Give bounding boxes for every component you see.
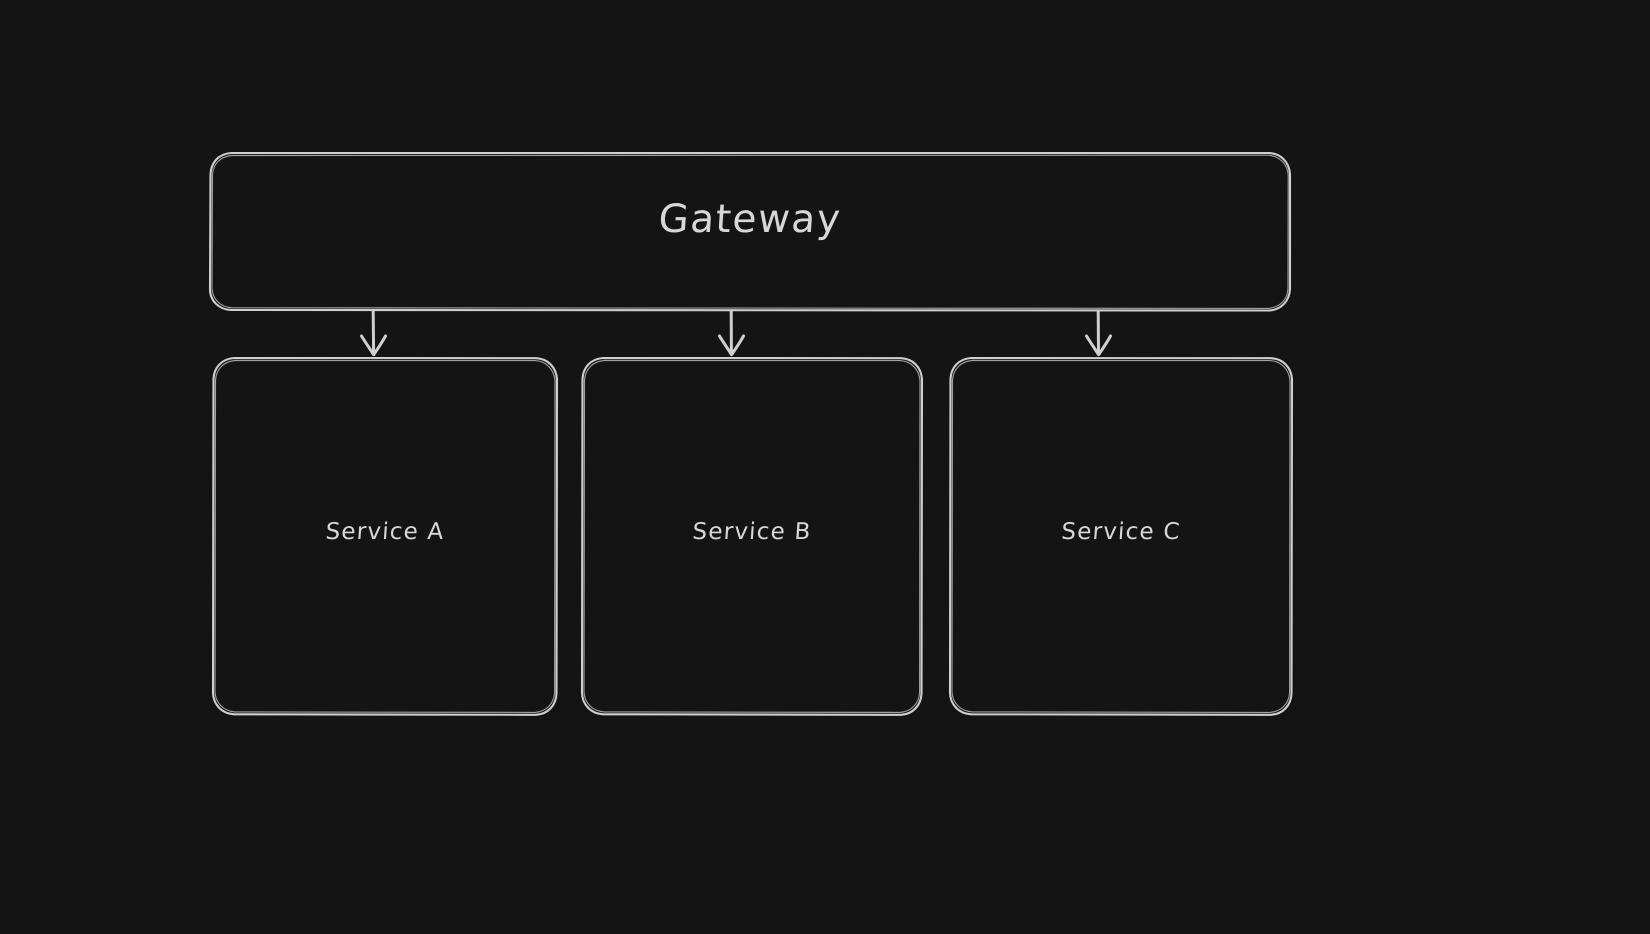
arrow-head (360, 334, 387, 356)
service-b-box-outline-pass2 (583, 359, 921, 713)
edge-gateway-service-a[interactable] (360, 309, 387, 356)
arrow-head (718, 334, 745, 356)
gateway-box-outline (208, 151, 1292, 312)
service-b-box-outline (580, 356, 924, 716)
service-c-label: Service C (1060, 519, 1182, 545)
gateway-box-outline-pass2 (211, 154, 1289, 309)
service-a-box-outline (211, 356, 559, 716)
service-c-box-outline-pass2 (951, 359, 1291, 713)
arrow-head (1085, 334, 1112, 356)
service-b-label: Service B (691, 519, 813, 545)
node-service-a[interactable] (211, 356, 559, 716)
node-service-b[interactable] (580, 356, 924, 716)
node-service-c[interactable] (948, 356, 1294, 716)
edge-gateway-service-c[interactable] (1085, 309, 1112, 356)
service-a-label: Service A (324, 519, 446, 545)
node-gateway[interactable] (208, 151, 1292, 312)
service-c-box-outline (948, 356, 1294, 716)
service-a-box-outline-pass2 (214, 359, 556, 713)
edge-gateway-service-b[interactable] (718, 309, 745, 356)
gateway-label: Gateway (657, 197, 843, 242)
